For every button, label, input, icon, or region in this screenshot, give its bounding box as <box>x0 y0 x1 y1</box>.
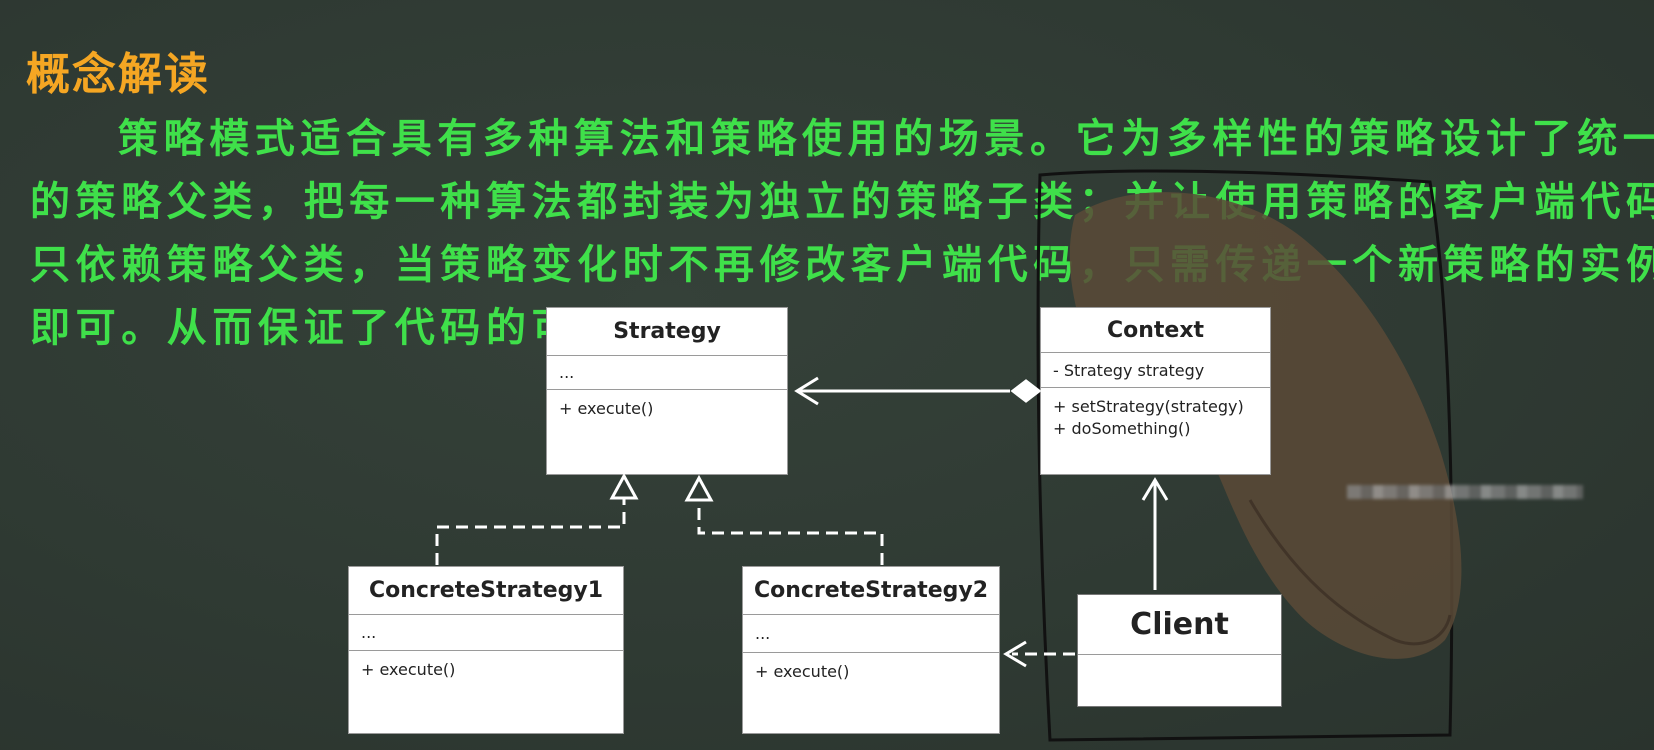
concrete-strategy2-attributes: ... <box>743 615 999 653</box>
paragraph-line-3: 只依赖策略父类，当策略变化时不再修改客户端代码，只需传递一个新策略的实例 <box>30 242 1654 288</box>
concrete-strategy1-operations: + execute() <box>349 651 623 681</box>
concrete-strategy1-class-box: ConcreteStrategy1 ... + execute() <box>348 566 624 734</box>
client-class-box: Client <box>1077 594 1282 707</box>
concrete-strategy1-class-name: ConcreteStrategy1 <box>349 567 623 615</box>
strategy-attributes: ... <box>547 356 787 390</box>
realization-concrete2-strategy <box>697 498 884 565</box>
paragraph-line-1: 策略模式适合具有多种算法和策略使用的场景。它为多样性的策略设计了统一 <box>118 116 1654 162</box>
slide-title: 概念解读 <box>26 49 210 100</box>
concrete-strategy2-class-box: ConcreteStrategy2 ... + execute() <box>742 566 1000 734</box>
concrete-strategy1-attributes: ... <box>349 615 623 651</box>
paragraph-line-2: 的策略父类，把每一种算法都封装为独立的策略子类；并让使用策略的客户端代码 <box>30 179 1654 225</box>
context-op-dosomething: + doSomething() <box>1053 419 1191 438</box>
concrete-strategy1-op-execute: + execute() <box>361 660 456 679</box>
dependency-client-concrete2 <box>1003 640 1075 668</box>
association-client-context <box>1141 477 1169 590</box>
strategy-op-execute: + execute() <box>559 399 654 418</box>
strategy-operations: + execute() <box>547 390 787 420</box>
context-class-box: Context - Strategy strategy + setStrateg… <box>1040 307 1271 475</box>
context-operations: + setStrategy(strategy) + doSomething() <box>1041 388 1270 440</box>
concrete-strategy2-op-execute: + execute() <box>755 662 850 681</box>
paragraph-line-4: 即可。从而保证了代码的可 <box>30 305 578 351</box>
realization-concrete2-arrowhead <box>684 474 714 502</box>
strategy-class-name: Strategy <box>547 308 787 356</box>
blurred-watermark <box>1347 485 1583 499</box>
context-attributes: - Strategy strategy <box>1041 353 1270 388</box>
aggregation-context-strategy <box>794 376 1042 406</box>
concrete-strategy2-class-name: ConcreteStrategy2 <box>743 567 999 615</box>
realization-concrete1-arrowhead <box>609 472 639 500</box>
client-class-name: Client <box>1078 595 1281 655</box>
realization-concrete1-strategy <box>435 494 626 565</box>
strategy-class-box: Strategy ... + execute() <box>546 307 788 475</box>
context-op-setstrategy: + setStrategy(strategy) <box>1053 397 1244 416</box>
concept-paragraph: 策略模式适合具有多种算法和策略使用的场景。它为多样性的策略设计了统一 的策略父类… <box>30 108 1654 360</box>
concrete-strategy2-operations: + execute() <box>743 653 999 683</box>
context-class-name: Context <box>1041 308 1270 353</box>
